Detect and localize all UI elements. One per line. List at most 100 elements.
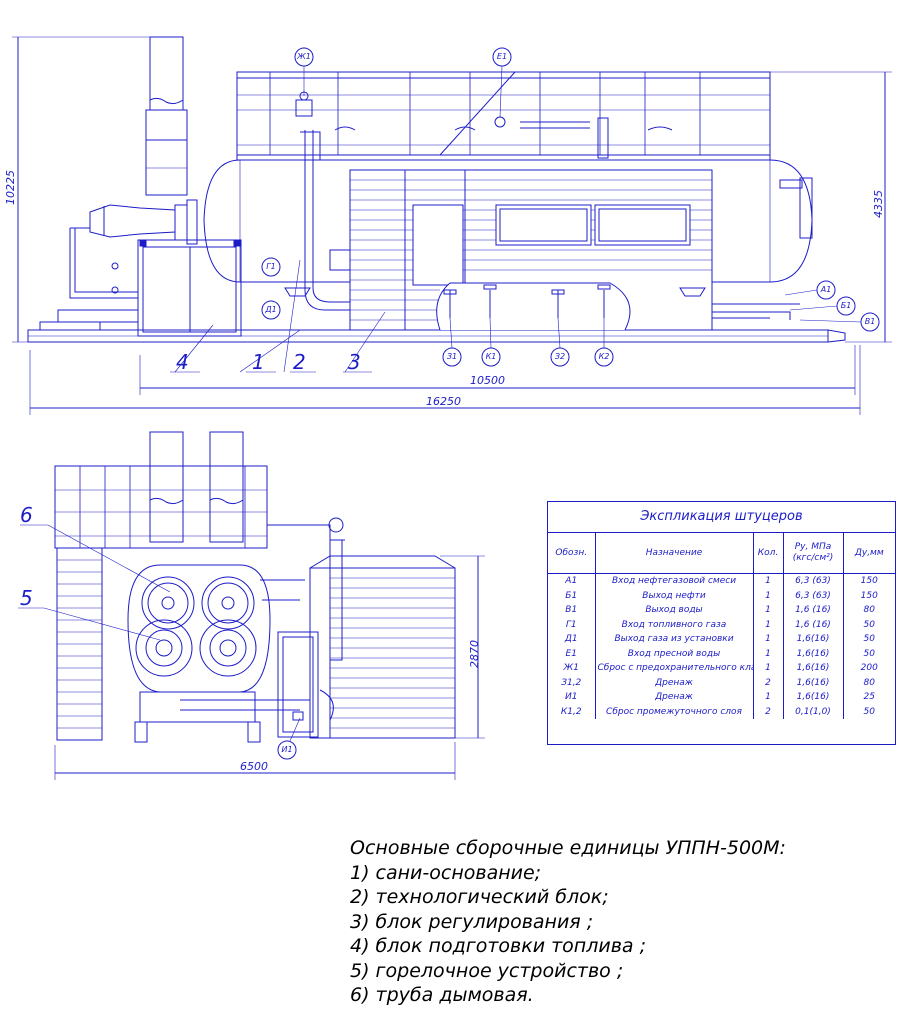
dim-block-length: 10500 xyxy=(470,374,505,387)
cell-purpose: Выход газа из установки xyxy=(595,632,754,647)
cell-designation: З1,2 xyxy=(548,675,596,690)
cell-purpose: Выход воды xyxy=(595,603,754,618)
list-item: 4) блок подготовки топлива ; xyxy=(350,935,646,957)
cell-quantity: 1 xyxy=(753,588,784,603)
unit-label-6: 6 xyxy=(20,503,33,527)
cell-diameter: 50 xyxy=(863,648,875,659)
cell-diameter: 80 xyxy=(863,605,875,616)
callout-e1: Е1 xyxy=(496,52,508,61)
callout-a1: А1 xyxy=(820,285,832,294)
cell-diameter: 50 xyxy=(863,706,875,717)
burner-housing xyxy=(127,564,271,693)
cell-pressure: 1,6 (16) xyxy=(783,617,844,632)
cell-designation: Г1 xyxy=(548,617,596,632)
table-row: К1,2 Сброс промежуточного слоя 2 0,1(1,0… xyxy=(548,704,895,719)
top-deck xyxy=(236,71,771,161)
cell-quantity: 1 xyxy=(753,573,784,589)
cell-pressure: 0,1(1,0) xyxy=(783,704,844,719)
cell-designation: Е1 xyxy=(548,646,596,661)
dim-overall-length: 16250 xyxy=(426,395,461,408)
cell-designation: Б1 xyxy=(548,588,596,603)
cell-purpose: Вход нефтегазовой смеси xyxy=(595,573,754,589)
cell-quantity: 1 xyxy=(753,617,784,632)
table-row: И1 Дренаж 1 1,6(16) 25 xyxy=(548,690,895,705)
table-row: З1,2 Дренаж 2 1,6(16) 80 xyxy=(548,675,895,690)
cell-pressure: 1,6(16) xyxy=(783,690,844,705)
cell-quantity: 1 xyxy=(753,661,784,676)
table-row: Б1 Выход нефти 1 6,3 (63) 150 xyxy=(548,588,895,603)
cell-quantity: 1 xyxy=(753,603,784,618)
cell-designation: В1 xyxy=(548,603,596,618)
cell-diameter: 80 xyxy=(863,677,875,688)
list-item: 2) технологический блок; xyxy=(350,886,609,908)
cell-designation: И1 xyxy=(548,690,596,705)
table-row: В1 Выход воды 1 1,6 (16) 80 xyxy=(548,603,895,618)
door xyxy=(412,204,464,286)
cell-pressure: 1,6 (16) xyxy=(783,603,844,618)
cell-diameter: 25 xyxy=(863,692,875,703)
cell-pressure: 1,6(16) xyxy=(783,646,844,661)
fuel-prep-block xyxy=(137,239,242,337)
unit-label-5: 5 xyxy=(20,586,33,610)
table-row: А1 Вход нефтегазовой смеси 1 6,3 (63) 15… xyxy=(548,573,895,589)
table-row: Г1 Вход топливного газа 1 1,6 (16) 50 xyxy=(548,617,895,632)
cell-quantity: 1 xyxy=(753,690,784,705)
unit-label-3: 3 xyxy=(348,350,361,374)
nozzle-table-title: Экспликация штуцеров xyxy=(548,502,895,533)
header-designation: Обозн. xyxy=(548,533,596,574)
cell-pressure: 6,3 (63) xyxy=(783,588,844,603)
header-purpose: Назначение xyxy=(595,533,754,574)
list-item: 6) труба дымовая. xyxy=(350,984,534,1006)
nozzle-table-header-row: Обозн. Назначение Кол. Ру, МПа (кгс/см²)… xyxy=(548,533,895,574)
cell-pressure: 1,6(16) xyxy=(783,675,844,690)
cell-pressure: 1,6(16) xyxy=(783,661,844,676)
cell-purpose: Дренаж xyxy=(595,690,754,705)
header-pressure: Ру, МПа (кгс/см²) xyxy=(783,533,844,574)
assembly-list: Основные сборочные единицы УППН-500М: 1)… xyxy=(350,836,870,1008)
callout-b1: Б1 xyxy=(840,301,852,310)
table-row: Д1 Выход газа из установки 1 1,6(16) 50 xyxy=(548,632,895,647)
dim-overall-height: 10225 xyxy=(4,170,17,205)
unit-label-1: 1 xyxy=(252,350,265,374)
cell-designation: Ж1 xyxy=(548,661,596,676)
cell-diameter: 150 xyxy=(860,576,878,587)
cell-diameter: 50 xyxy=(863,634,875,645)
callout-k2: К2 xyxy=(598,352,610,361)
unit-label-2: 2 xyxy=(293,350,306,374)
cell-designation: Д1 xyxy=(548,632,596,647)
side-regulation-block xyxy=(309,567,456,739)
nozzle-table-grid: Обозн. Назначение Кол. Ру, МПа (кгс/см²)… xyxy=(548,533,895,719)
callout-g1: Г1 xyxy=(266,262,276,271)
cell-designation: А1 xyxy=(548,573,596,589)
callout-z1: З1 xyxy=(446,352,458,361)
cell-purpose: Сброс промежуточного слоя xyxy=(595,704,754,719)
dim-vessel-height: 4335 xyxy=(872,190,885,218)
cell-purpose: Сброс с предохранительного клапана xyxy=(595,661,754,676)
dim-side-width: 6500 xyxy=(240,760,268,773)
cell-purpose: Вход топливного газа xyxy=(595,617,754,632)
list-item: 3) блок регулирования ; xyxy=(350,910,594,933)
list-item: 5) горелочное устройство ; xyxy=(350,959,624,982)
cell-quantity: 2 xyxy=(753,675,784,690)
header-diameter: Ду,мм xyxy=(843,533,895,574)
nozzle-table: Экспликация штуцеров Обозн. Назначение К… xyxy=(547,501,896,745)
side-view xyxy=(18,431,485,780)
cell-purpose: Вход пресной воды xyxy=(595,646,754,661)
cell-pressure: 1,6(16) xyxy=(783,632,844,647)
cell-diameter: 150 xyxy=(860,590,878,601)
table-row: Ж1 Сброс с предохранительного клапана 1 … xyxy=(548,661,895,676)
list-item: 1) сани-основание; xyxy=(350,861,542,884)
callout-d1: Д1 xyxy=(265,305,277,314)
table-row: Е1 Вход пресной воды 1 1,6(16) 50 xyxy=(548,646,895,661)
cell-quantity: 2 xyxy=(753,704,784,719)
header-quantity: Кол. xyxy=(753,533,784,574)
cell-diameter: 200 xyxy=(860,663,878,674)
cell-quantity: 1 xyxy=(753,646,784,661)
cell-purpose: Дренаж xyxy=(595,675,754,690)
callout-i1: И1 xyxy=(281,745,293,754)
cell-designation: К1,2 xyxy=(548,704,596,719)
assembly-list-title: Основные сборочные единицы УППН-500М: xyxy=(350,837,786,859)
cell-quantity: 1 xyxy=(753,632,784,647)
cell-pressure: 6,3 (63) xyxy=(783,573,844,589)
